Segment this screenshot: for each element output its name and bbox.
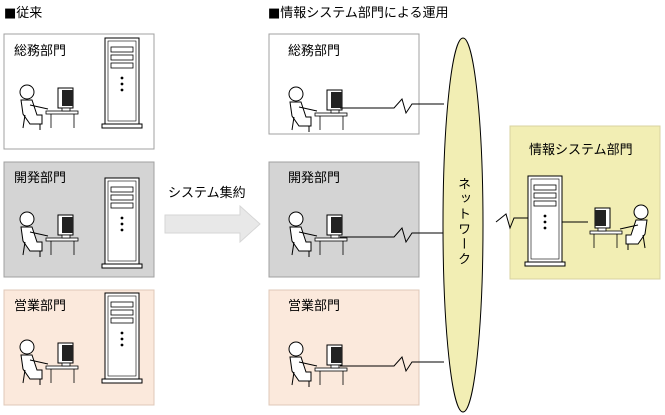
heading-after: ■情報システム部門による運用	[268, 6, 449, 21]
network-links	[340, 97, 588, 373]
after-label-general-affairs: 総務部門	[288, 44, 341, 59]
server-icon	[101, 37, 143, 129]
server-icon	[101, 292, 143, 384]
network-label: ネットワーク	[455, 177, 470, 267]
before-label-development: 開発部門	[14, 171, 67, 186]
after-label-development: 開発部門	[288, 171, 341, 186]
network-ellipse	[442, 37, 484, 413]
consolidation-arrow	[164, 204, 261, 244]
it-department-label: 情報システム部門	[529, 143, 633, 158]
consolidation-label: システム集約	[168, 186, 246, 201]
heading-before: ■従来	[4, 6, 43, 21]
after-label-sales: 営業部門	[288, 299, 341, 314]
before-label-sales: 営業部門	[14, 299, 67, 314]
before-label-general-affairs: 総務部門	[14, 44, 67, 59]
server-icon	[101, 177, 143, 269]
server-icon	[524, 175, 566, 267]
